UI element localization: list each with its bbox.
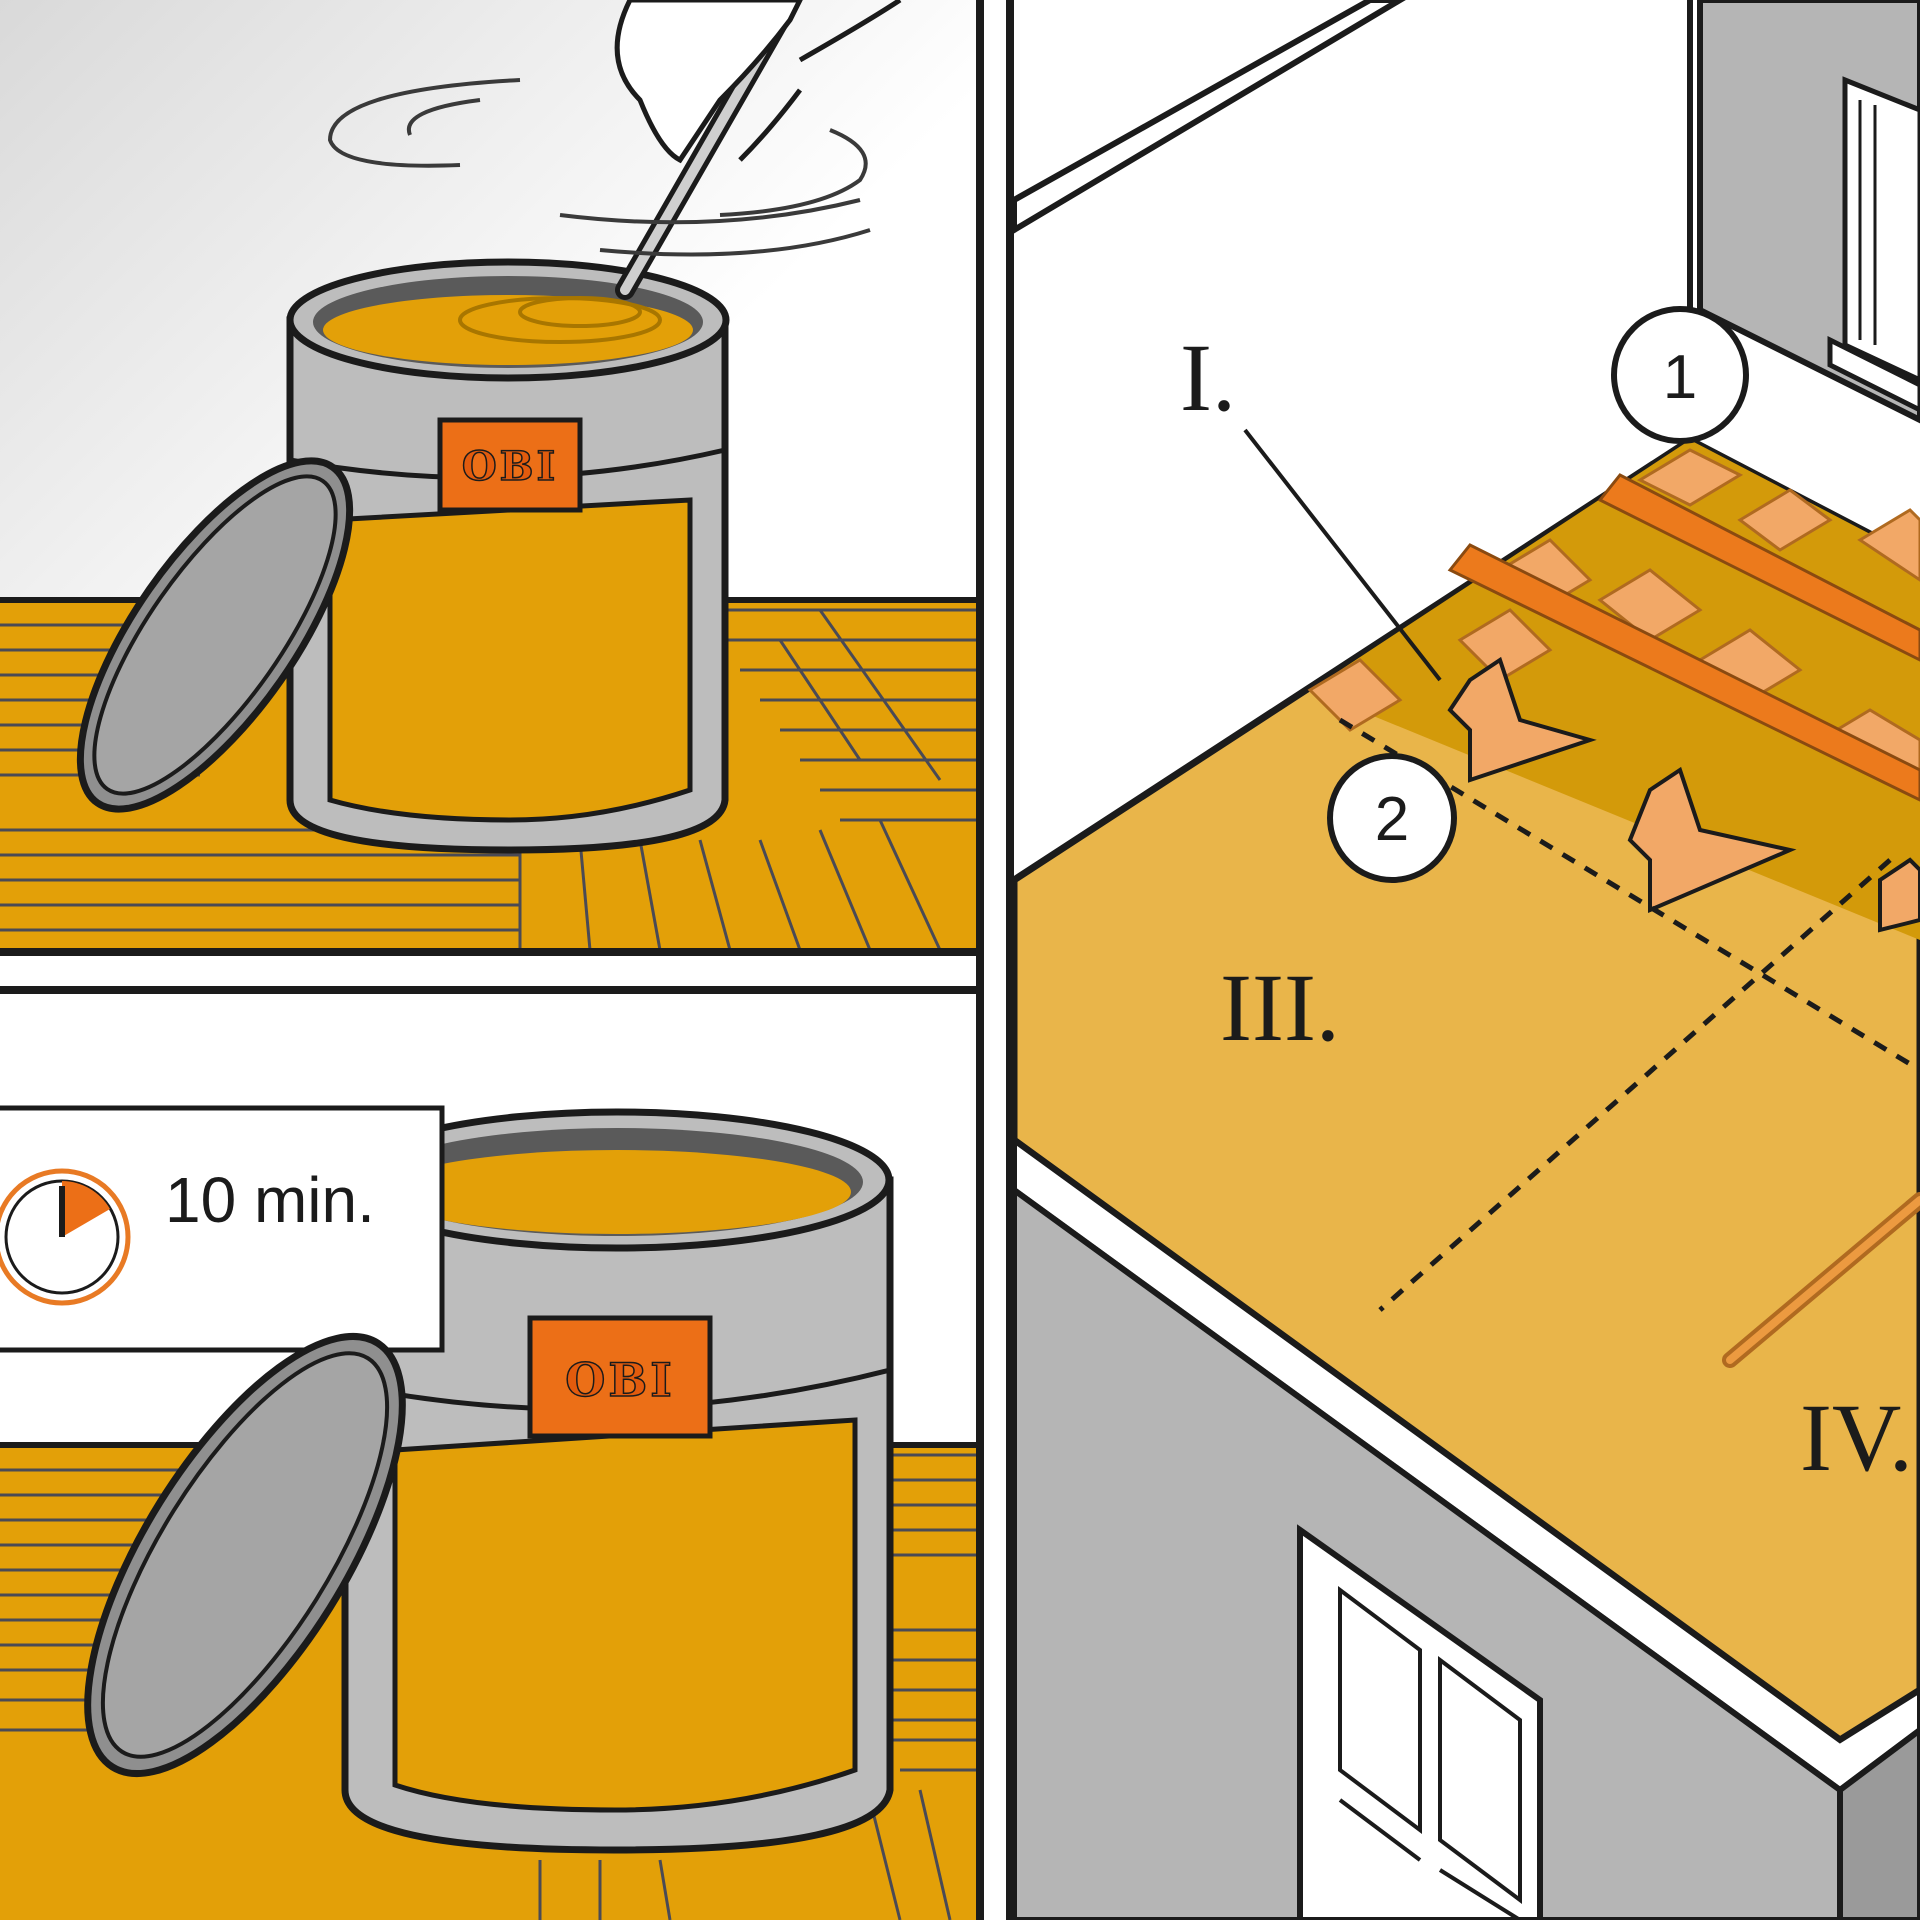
can-logo-2: OBI <box>565 1353 674 1407</box>
step-marker-1: 1 <box>1611 306 1749 444</box>
panel-room-plan: I. III. IV. 1 2 <box>1014 0 1920 1920</box>
window <box>1827 76 1920 413</box>
motion-lines <box>327 78 871 257</box>
step-marker-1-label: 1 <box>1663 343 1697 412</box>
step-marker-2-label: 2 <box>1375 785 1409 854</box>
step-marker-2: 2 <box>1327 753 1457 883</box>
painted-area <box>1307 440 1920 940</box>
section-label-iv: IV. <box>1800 1384 1913 1491</box>
direction-arrows <box>1447 656 1920 933</box>
panel-stirring: OBI <box>0 0 976 950</box>
can-logo: OBI <box>462 443 558 490</box>
timer-label-box: 10 min. <box>0 1105 445 1353</box>
stirring-hand <box>614 0 902 300</box>
can-lid-2 <box>84 1332 406 1778</box>
panel-borders <box>0 0 1014 1920</box>
section-label-i: I. <box>1180 324 1236 431</box>
door <box>1297 1524 1543 1920</box>
paint-can-2: OBI <box>341 1108 894 1854</box>
timer-icon <box>0 1168 131 1306</box>
section-label-iii: III. <box>1220 954 1340 1061</box>
panel-waiting: OBI 10 min. <box>0 992 976 1920</box>
timer-label: 10 min. <box>165 1164 375 1236</box>
can-lid <box>76 457 354 813</box>
paint-can: OBI <box>286 258 730 854</box>
